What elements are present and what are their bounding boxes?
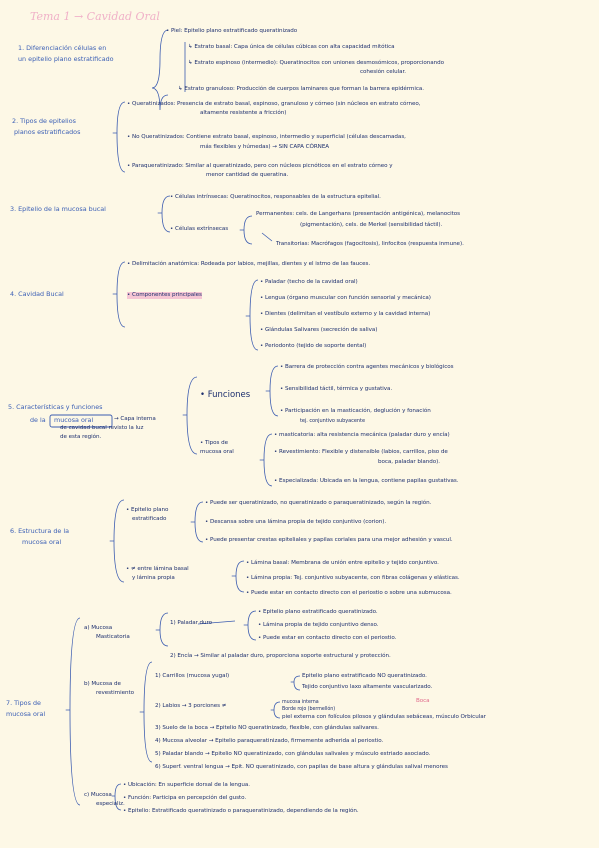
s5-t1: • masticatoria: alta resistencia mecánic… — [274, 432, 450, 438]
s5-t2: • Revestimiento: Flexible y distensible … — [274, 449, 448, 455]
s6-epitelio-1: • Epitelio plano — [126, 507, 169, 513]
s2-queratinizados-2: altamente resistente a fricción) — [200, 110, 287, 116]
s6-e: • Lámina propia: Tej. conjuntivo subyace… — [246, 575, 460, 581]
s1-piel: • Piel: Epitelio plano estratificado que… — [166, 28, 298, 34]
s7-b-lengua: 6) Superf. ventral lengua → Epit. NO que… — [155, 764, 448, 770]
s7-b-suelo: 3) Suelo de la boca → Epitelio NO querat… — [155, 725, 379, 731]
s5-f1: • Barrera de protección contra agentes m… — [280, 364, 454, 370]
s5-t2b: boca, paladar blando). — [378, 459, 440, 465]
s6-d: • Lámina basal: Membrana de unión entre … — [246, 560, 439, 566]
s7-b-carrillos-b: Tejido conjuntivo laxo altamente vascula… — [302, 684, 433, 690]
s3-extrinsecas: • Células extrínsecas — [170, 226, 229, 232]
s7-b-paladar-blando: 5) Paladar blando → Epitelio NO queratin… — [155, 751, 431, 757]
s3-permanentes-2: (pigmentación), cels. de Merkel (sensibi… — [300, 222, 443, 228]
s2-no-queratinizados-2: más flexibles y húmedas) → SIN CAPA CÓRN… — [200, 144, 330, 150]
s7-b-label-2: revestimiento — [96, 690, 134, 696]
s1-heading-1: 1. Diferenciación células en — [18, 44, 107, 52]
s5-f2: • Sensibilidad táctil, térmica y gustati… — [280, 386, 393, 392]
s7-a-encia: 2) Encía → Similar al paladar duro, prop… — [170, 653, 391, 659]
s4-item-lengua: • Lengua (órgano muscular con función se… — [260, 295, 431, 301]
s1-basal: ↳ Estrato basal: Capa única de células c… — [188, 44, 395, 50]
s5-tipos-1: • Tipos de — [200, 440, 229, 446]
s5-heading-2: de la — [30, 416, 46, 424]
s6-heading-1: 6. Estructura de la — [10, 527, 70, 535]
s5-note-2: de cavidad bucal revisto la luz — [60, 425, 144, 431]
s5-f3: • Participación en la masticación, deglu… — [280, 408, 431, 414]
s5-heading-3: mucosa oral — [54, 416, 94, 424]
s5-t3: • Especializada: Ubicada en la lengua, c… — [274, 478, 459, 484]
s7-heading-1: 7. Tipos de — [6, 699, 41, 707]
s7-b-carrillos-a: Epitelio plano estratificado NO queratin… — [302, 673, 427, 679]
page-title: Tema 1 → Cavidad Oral — [30, 10, 160, 23]
s3-permanentes: Permanentes: cels. de Langerhans (presen… — [256, 211, 460, 217]
s6-f: • Puede estar en contacto directo con el… — [246, 590, 452, 596]
s5-note-3: de esta región. — [60, 434, 102, 440]
s7-b-label-1: b) Mucosa de — [84, 681, 121, 687]
s4-item-periodonto: • Periodonto (tejido de soporte dental) — [260, 343, 367, 349]
s6-b: • Descansa sobre una lámina propia de te… — [205, 519, 387, 525]
s6-diff-1: • ≠ entre lámina basal — [126, 566, 189, 572]
s5-note-1: → Capa interna — [114, 416, 156, 422]
s1-granuloso: ↳ Estrato granuloso: Producción de cuerp… — [178, 86, 424, 92]
s7-a-paladar: 1) Paladar duro — [170, 620, 213, 626]
s7-heading-2: mucosa oral — [6, 710, 46, 718]
s7-c-ubicacion: • Ubicación: En superficie dorsal de la … — [123, 782, 250, 788]
s7-c-label-2: especializ. — [96, 801, 125, 807]
s3-heading: 3. Epitelio de la mucosa bucal — [10, 205, 106, 213]
s7-c-funcion: • Función: Participa en percepción del g… — [123, 795, 247, 801]
s7-b-alveolar: 4) Mucosa alveolar → Epitelio paraquerat… — [155, 738, 384, 744]
s7-a-i2: • Lámina propia de tejido conjuntivo den… — [258, 622, 379, 628]
s4-item-paladar: • Paladar (techo de la cavidad oral) — [260, 279, 358, 285]
s6-diff-2: y lámina propia — [132, 575, 175, 581]
s6-epitelio-2: estratificado — [132, 516, 167, 522]
s1-heading-2: un epitelio plano estratificado — [18, 55, 114, 63]
s2-paraqueratinizado: • Paraqueratinizado: Similar al queratin… — [127, 163, 393, 169]
s2-heading-2: planos estratificados — [14, 128, 81, 136]
s5-tipos-2: mucosa oral — [200, 449, 234, 455]
s7-a-label-1: a) Mucosa — [84, 625, 113, 631]
s7-c-label-1: c) Mucosa — [84, 792, 112, 798]
s7-a-i1: • Epitelio plano estratificado queratini… — [258, 609, 378, 615]
s4-item-glandulas: • Glándulas Salivares (secreción de sali… — [260, 327, 378, 333]
s7-a-label-2: Masticatoria — [96, 634, 130, 640]
s3-intrinsecas: • Células intrínsecas: Queratinocitos, r… — [170, 194, 381, 200]
s7-b-labios-note: Boca — [416, 698, 430, 704]
s6-a: • Puede ser queratinizado, no queratiniz… — [205, 500, 432, 506]
s4-item-dientes: • Dientes (delimitan el vestíbulo extern… — [260, 311, 431, 317]
s1-espinoso: ↳ Estrato espinoso (intermedio): Querati… — [188, 60, 445, 66]
s7-c-epitelio: • Epitelio: Estratificado queratinizado … — [123, 808, 359, 814]
s5-f3-note: tej. conjuntivo subyacente — [300, 418, 365, 424]
s7-b-labios-a: mucosa interna — [282, 700, 319, 705]
s5-heading-1: 5. Características y funciones — [8, 403, 103, 411]
s4-componentes: • Componentes principales — [127, 292, 202, 299]
s7-b-labios-c: piel externa con folículos pilosos y glá… — [282, 714, 486, 720]
s2-queratinizados: • Queratinizados: Presencia de estrato b… — [127, 101, 421, 107]
s2-no-queratinizados: • No Queratinizados: Contiene estrato ba… — [127, 134, 406, 140]
s7-b-labios-b: Borde rojo (bermellón) — [282, 707, 336, 712]
s3-transitorias: Transitorias: Macrófagos (fagocitosis), … — [276, 241, 464, 247]
s6-c: • Puede presentar crestas epiteliales y … — [205, 537, 453, 543]
s7-a-i3: • Puede estar en contacto directo con el… — [258, 635, 397, 641]
s5-funciones: • Funciones — [200, 390, 251, 400]
s2-paraqueratinizado-2: menor cantidad de queratina. — [206, 172, 289, 178]
s4-delimitacion: • Delimitación anatómica: Rodeada por la… — [127, 261, 371, 267]
s7-b-labios: 2) Labios → 3 porciones ≠ — [155, 703, 227, 709]
s2-heading-1: 2. Tipos de epitelios — [12, 117, 76, 125]
s6-heading-2: mucosa oral — [22, 538, 62, 546]
s4-heading: 4. Cavidad Bucal — [10, 290, 64, 298]
s7-b-carrillos: 1) Carrillos (mucosa yugal) — [155, 673, 230, 679]
s1-espinoso-2: cohesión celular. — [360, 69, 407, 75]
